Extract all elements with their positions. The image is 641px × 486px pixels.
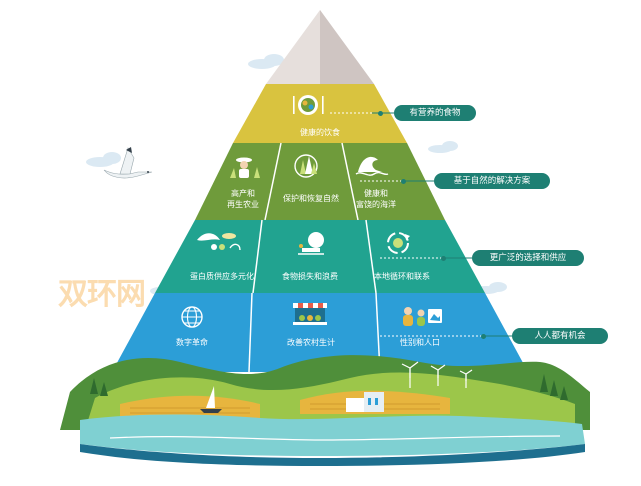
people-icon	[403, 307, 442, 326]
callout-wider-choice: 更广泛的选择和供应	[472, 250, 584, 266]
farmer-icon	[230, 157, 260, 178]
regenerative-agriculture-line2: 再生农业	[227, 200, 259, 209]
callout-nutritious-food: 有营养的食物	[394, 105, 476, 121]
protect-nature-line1: 保护和恢复自然	[283, 194, 339, 203]
healthy-ocean-line2: 富饶的海洋	[356, 200, 396, 209]
local-circularity-label: 本地循环和联系	[374, 272, 430, 281]
gender-demography-label: 性别和人口	[400, 338, 440, 347]
pyramid-tier-2	[195, 143, 445, 220]
bird-icon	[103, 147, 153, 179]
food-loss-waste-label: 食物损失和浪费	[282, 272, 338, 281]
callout-opportunity-for-all: 人人都有机会	[512, 328, 608, 344]
plate-icon	[293, 95, 324, 115]
food-waste-icon	[298, 232, 324, 255]
healthy-ocean-label: 健康和 富饶的海洋	[346, 188, 406, 210]
pyramid-tier-3	[155, 220, 485, 293]
callout-dot-1	[378, 111, 383, 116]
healthy-ocean-line1: 健康和	[364, 189, 388, 198]
protein-diversification-label: 蛋白质供应多元化	[190, 272, 254, 281]
callout-dot-4	[481, 334, 486, 339]
wave-icon	[355, 156, 389, 176]
protect-nature-label: 保护和恢复自然	[276, 193, 346, 204]
watermark-text: 双环网	[58, 277, 146, 312]
rural-livelihood-label: 改善农村生计	[287, 338, 335, 347]
regenerative-agriculture-line1: 高产和	[231, 189, 255, 198]
callout-dot-2	[401, 179, 406, 184]
regenerative-agriculture-label: 高产和 再生农业	[214, 188, 272, 210]
forest-icon	[294, 154, 318, 178]
healthy-diet-label: 健康的饮食	[300, 128, 340, 137]
digital-revolution-label: 数字革命	[176, 338, 208, 347]
protein-icon	[197, 233, 241, 251]
landscape-illustration	[60, 355, 590, 466]
pyramid-tier-top	[233, 84, 407, 143]
globe-icon	[181, 306, 203, 328]
market-stall-icon	[293, 303, 327, 325]
recycle-icon	[387, 232, 410, 254]
callout-nature-based-solutions: 基于自然的解决方案	[434, 173, 550, 189]
callout-dot-3	[441, 256, 446, 261]
